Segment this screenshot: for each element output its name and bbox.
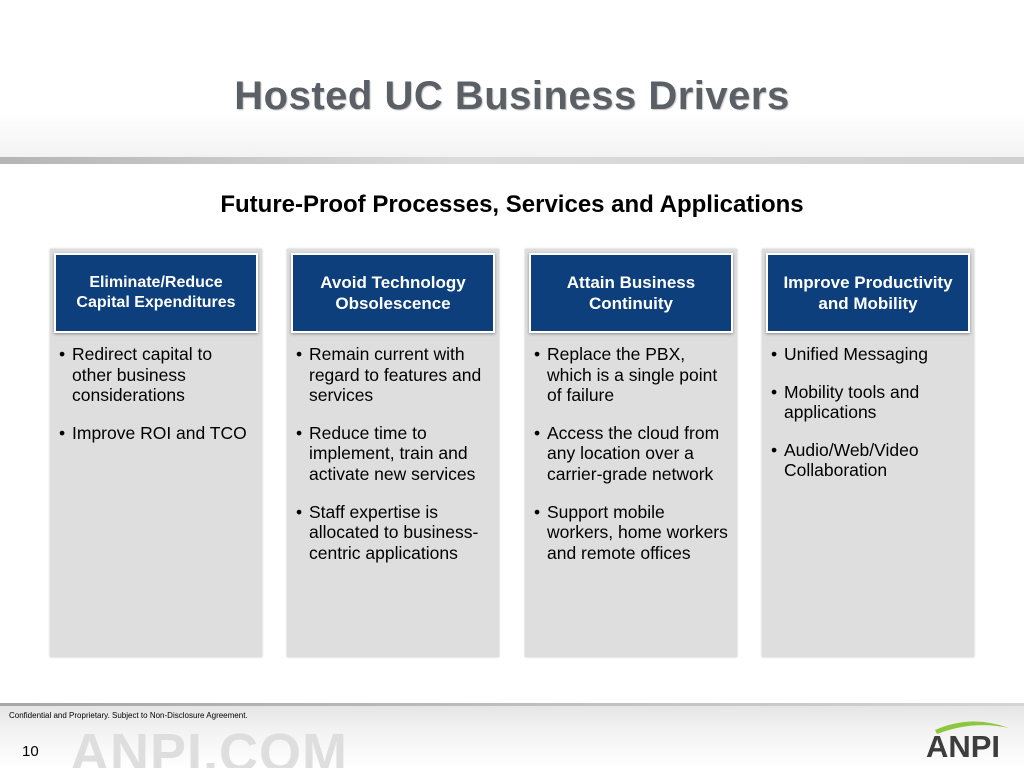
bullet-list: Remain current with regard to features a… <box>295 344 493 580</box>
column-header: Attain Business Continuity <box>529 253 733 333</box>
footer-band <box>0 703 1024 768</box>
page-number: 10 <box>22 743 39 760</box>
slide-subtitle: Future-Proof Processes, Services and App… <box>220 191 804 218</box>
bullet-item: Improve ROI and TCO <box>58 423 256 444</box>
bullet-item: Redirect capital to other business consi… <box>58 344 256 406</box>
logo-swoosh-icon <box>935 721 1009 734</box>
watermark-text: ANPI.COM <box>70 723 348 768</box>
column-header: Avoid Technology Obsolescence <box>291 253 495 333</box>
header-band <box>0 0 1024 162</box>
bullet-item: Audio/Web/Video Collaboration <box>770 440 968 481</box>
bullet-item: Access the cloud from any location over … <box>533 423 731 485</box>
driver-column-continuity: Attain Business Continuity Replace the P… <box>525 249 737 657</box>
footer-divider <box>0 703 1024 706</box>
title-divider <box>0 157 1024 164</box>
column-header: Eliminate/Reduce Capital Expenditures <box>54 253 258 333</box>
bullet-item: Remain current with regard to features a… <box>295 344 493 406</box>
bullet-list: Replace the PBX, which is a single point… <box>533 344 731 580</box>
bullet-item: Unified Messaging <box>770 344 968 365</box>
logo-text: ANPI <box>926 729 1000 760</box>
anpi-logo: ANPI <box>926 721 1009 760</box>
bullet-list: Unified Messaging Mobility tools and app… <box>770 344 968 498</box>
bullet-item: Reduce time to implement, train and acti… <box>295 423 493 485</box>
confidential-notice: Confidential and Proprietary. Subject to… <box>9 711 248 720</box>
driver-column-obsolescence: Avoid Technology Obsolescence Remain cur… <box>287 249 499 657</box>
bullet-item: Mobility tools and applications <box>770 382 968 423</box>
bullet-item: Staff expertise is allocated to business… <box>295 502 493 564</box>
column-header: Improve Productivity and Mobility <box>766 253 970 333</box>
driver-column-capex: Eliminate/Reduce Capital Expenditures Re… <box>50 249 262 657</box>
driver-column-productivity: Improve Productivity and Mobility Unifie… <box>762 249 974 657</box>
bullet-item: Replace the PBX, which is a single point… <box>533 344 731 406</box>
slide-title: Hosted UC Business Drivers <box>234 74 790 118</box>
bullet-list: Redirect capital to other business consi… <box>58 344 256 460</box>
bullet-item: Support mobile workers, home workers and… <box>533 502 731 564</box>
